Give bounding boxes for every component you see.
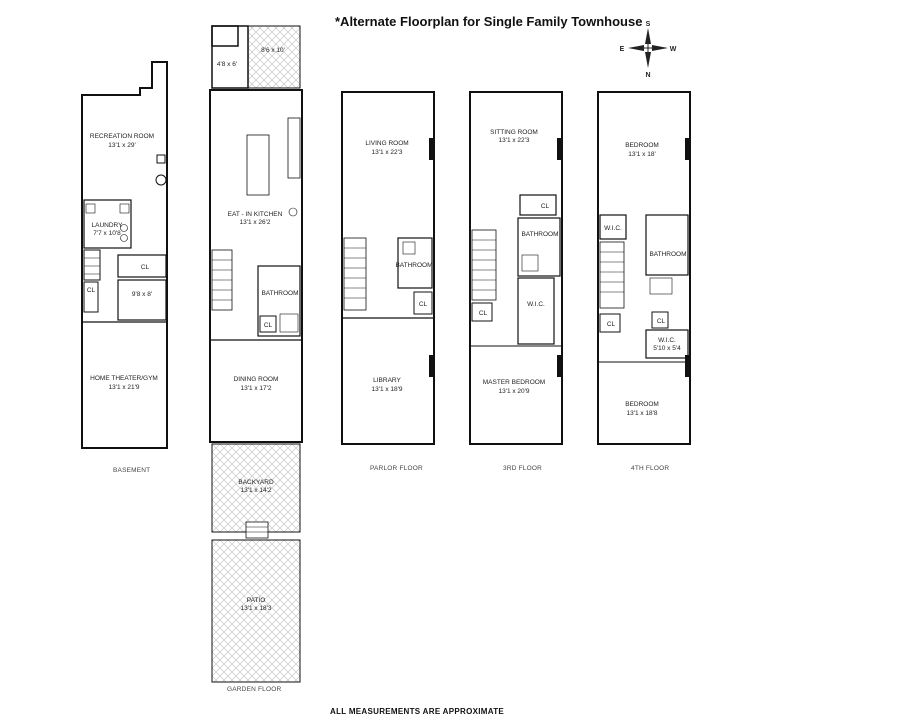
patio-dim: 13'1 x 18'3 [240, 605, 271, 612]
third-wic: W.I.C. [527, 301, 545, 308]
kitchen-dim: 13'1 x 26'2 [239, 219, 270, 226]
sitting-room-dim: 13'1 x 22'3 [498, 137, 529, 144]
fourth-floor-label: 4TH FLOOR [631, 465, 670, 472]
compass-n: N [645, 72, 650, 79]
third-bathroom: BATHROOM [521, 231, 558, 238]
compass-w: W [670, 46, 677, 53]
third-cl-1: CL [541, 203, 550, 210]
home-theater-name: HOME THEATER/GYM [90, 375, 158, 382]
dining-room-name: DINING ROOM [234, 376, 279, 383]
garden-bathroom: BATHROOM [261, 290, 298, 297]
fourth-wic-2-name: W.I.C. [658, 337, 676, 344]
kitchen-name: EAT - IN KITCHEN [228, 211, 283, 218]
master-bedroom-dim: 13'1 x 20'9 [498, 388, 529, 395]
basement-label: BASEMENT [113, 467, 151, 474]
basement-storage-dim: 9'8 x 8' [132, 291, 152, 298]
fourth-cl-1: CL [607, 321, 616, 328]
parlor-cl: CL [419, 301, 428, 308]
fourth-bedroom-1-dim: 13'1 x 18' [628, 151, 655, 158]
garden-floor-label: GARDEN FLOOR [227, 686, 282, 693]
parlor-floor-plan [341, 91, 435, 445]
basement-cl-2: CL [87, 287, 96, 294]
library-name: LIBRARY [373, 377, 401, 384]
third-floor-label: 3RD FLOOR [503, 465, 543, 472]
compass: S E W N [620, 21, 677, 79]
fourth-bedroom-1-name: BEDROOM [625, 142, 659, 149]
footer-note: ALL MEASUREMENTS ARE APPROXIMATE [330, 707, 505, 716]
garden-cl: CL [264, 322, 273, 329]
library-dim: 13'1 x 18'9 [371, 386, 402, 393]
entry-dim: 8'6 x 10' [261, 47, 285, 54]
vestibule-dim: 4'8 x 6' [217, 61, 237, 68]
basement-plan [81, 61, 168, 449]
master-bedroom-name: MASTER BEDROOM [483, 379, 545, 386]
backyard-name: BACKYARD [238, 479, 274, 486]
basement-cl-1: CL [141, 264, 150, 271]
fourth-cl-2: CL [657, 318, 666, 325]
sitting-room-name: SITTING ROOM [490, 129, 538, 136]
compass-s: S [646, 21, 651, 28]
living-room-dim: 13'1 x 22'3 [371, 149, 402, 156]
fourth-bathroom: BATHROOM [649, 251, 686, 258]
recreation-room-name: RECREATION ROOM [90, 133, 154, 140]
fourth-wic-2-dim: 5'10 x 5'4 [653, 345, 681, 352]
patio-name: PATIO [247, 597, 266, 604]
living-room-name: LIVING ROOM [365, 140, 408, 147]
third-floor-plan [469, 91, 563, 445]
compass-e: E [620, 46, 625, 53]
dining-room-dim: 13'1 x 17'2 [240, 385, 271, 392]
third-cl-2: CL [479, 310, 488, 317]
parlor-bathroom: BATHROOM [395, 262, 432, 269]
fourth-wic-1: W.I.C. [604, 225, 622, 232]
fourth-bedroom-2-name: BEDROOM [625, 401, 659, 408]
garden-floor-plan [209, 25, 303, 683]
laundry-name: LAUNDRY [92, 222, 124, 229]
recreation-room-dim: 13'1 x 29' [108, 142, 135, 149]
home-theater-dim: 13'1 x 21'9 [108, 384, 139, 391]
laundry-dim: 7'7 x 10'8 [93, 230, 121, 237]
backyard-dim: 13'1 x 14'2 [240, 487, 271, 494]
parlor-floor-label: PARLOR FLOOR [370, 465, 423, 472]
fourth-floor-plan [597, 91, 691, 445]
fourth-bedroom-2-dim: 13'1 x 18'8 [626, 410, 657, 417]
page-title: *Alternate Floorplan for Single Family T… [335, 14, 643, 29]
